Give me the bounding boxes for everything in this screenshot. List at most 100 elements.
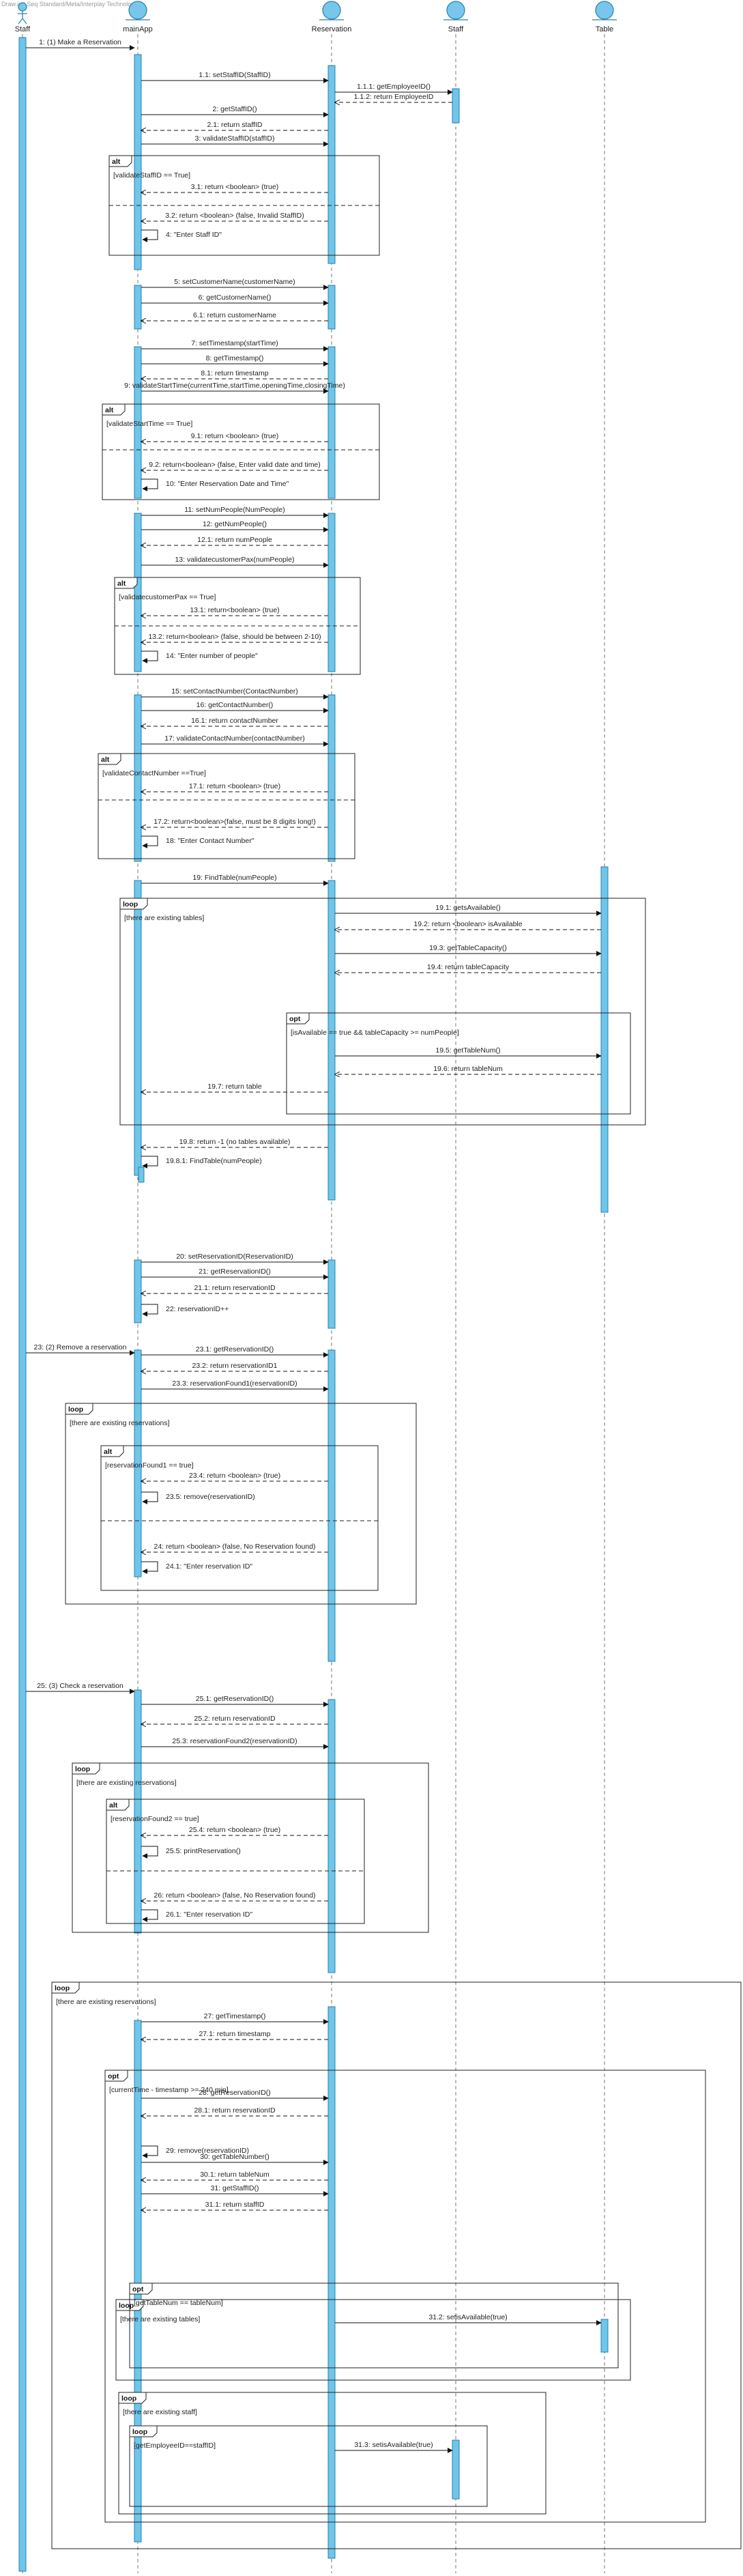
self-message-arrow: [141, 478, 158, 491]
message-label: 9.1: return <boolean> (true): [191, 432, 278, 440]
entity-icon: [446, 1, 465, 20]
self-message-arrow: [141, 1909, 158, 1922]
message-label: 23.1: getReservationID(): [196, 1345, 274, 1354]
message-label: 9.2: return<boolean> (false, Enter valid…: [149, 461, 321, 469]
message-label: 20: setReservationID(ReservationID): [176, 1253, 293, 1261]
message-label: 25.4: return <boolean> (true): [189, 1826, 280, 1834]
fragment-frame: [115, 2299, 631, 2381]
message-sync: 23: (2) Remove a reservation: [26, 1343, 135, 1356]
message-label: 21.1: return reservationID: [194, 1284, 275, 1292]
self-message-arrow: [141, 2145, 158, 2158]
fragment-alt: alt[validateContactNumber ==True]: [98, 753, 355, 859]
activation-staff-entity: [452, 88, 460, 124]
fragment-frame: [286, 1012, 631, 1115]
self-message-arrow: [141, 1561, 158, 1574]
activation-staff: [18, 37, 27, 2572]
message-return: 19.8: return -1 (no tables available): [141, 1138, 328, 1147]
message-label: 25.2: return reservationID: [194, 1715, 275, 1723]
message-self: 24.1: "Enter reservation ID": [141, 1561, 252, 1574]
fragment-keyword: alt: [112, 158, 121, 166]
fragment-opt: opt[isAvailable == true && tableCapacity…: [286, 1012, 631, 1115]
activation-mainapp: [134, 285, 142, 330]
message-label: 24: return <boolean> (false, No Reservat…: [154, 1543, 316, 1551]
message-label: 1: (1) Make a Reservation: [39, 38, 121, 46]
fragment-alt: alt[validateStaffID == True]: [108, 155, 380, 256]
message-label: 3: validateStaffID(staffID): [195, 134, 275, 143]
fragment-loop: loop[there are existing tables]: [119, 898, 646, 1126]
fragment-keyword: opt: [132, 2285, 144, 2293]
activation-reservation: [327, 513, 336, 672]
activation-reservation: [327, 1259, 336, 1329]
message-self: 18: "Enter Contact Number": [141, 835, 254, 848]
fragment-keyword: alt: [101, 756, 110, 764]
message-label: 19.1: getsAvailable(): [435, 904, 501, 912]
fragment-guard: [there are existing reservations]: [56, 1998, 156, 2006]
message-label: 19: FindTable(numPeople): [192, 874, 276, 882]
fragment-tab: [119, 898, 148, 910]
message-return: 19.4: return tableCapacity: [335, 963, 601, 973]
activation-mainapp: [134, 1349, 142, 1577]
activation-mainapp: [134, 1689, 142, 1934]
entity-icon: [128, 1, 147, 20]
fragment-keyword: loop: [119, 2302, 134, 2310]
participant-label-reservation: Reservation: [312, 25, 352, 33]
message-label: 12: getNumPeople(): [203, 520, 267, 528]
fragment-frame: [106, 1799, 365, 1924]
message-label: 27: getTimestamp(): [204, 2012, 266, 2020]
participant-label-table: Table: [596, 25, 613, 33]
fragment-tab: [102, 403, 126, 416]
fragment-guard: [there are existing tables]: [124, 914, 204, 922]
activation-mainapp: [134, 346, 142, 499]
message-sync: 20: setReservationID(ReservationID): [141, 1253, 329, 1265]
fragment-keyword: alt: [109, 1801, 118, 1809]
self-message-arrow: [141, 835, 158, 848]
message-self: 14: "Enter number of people": [141, 650, 258, 663]
fragment-guard: [reservationFound2 == true]: [111, 1815, 199, 1823]
participant-label-staff-entity: Staff: [448, 25, 464, 33]
message-label: 25: (3) Check a reservation: [37, 1682, 123, 1690]
fragment-tab: [118, 2392, 147, 2404]
message-return: 12.1: return numPeople: [141, 536, 328, 545]
message-sync: 1.1: setStaffID(StaffID): [141, 71, 329, 83]
message-return: 19.2: return <boolean> isAvailable: [335, 920, 601, 930]
participant-mainapp: mainApp: [123, 1, 153, 33]
fragment-keyword: alt: [105, 406, 114, 414]
message-label: 16.1: return contactNumber: [191, 717, 278, 725]
self-message-arrow: [141, 1846, 158, 1859]
message-label: 16: getContactNumber(): [196, 701, 274, 709]
message-return: 28.1: return reservationID: [141, 2106, 328, 2116]
fragment-loop: loop[there are existing reservations]: [72, 1762, 429, 1933]
message-return: 24: return <boolean> (false, No Reservat…: [141, 1543, 328, 1552]
message-label: 19.7: return table: [207, 1083, 262, 1091]
message-return: 9.2: return<boolean> (false, Enter valid…: [141, 461, 328, 470]
message-label: 31.2: setisAvailable(true): [428, 2313, 507, 2321]
activation-reservation: [327, 1699, 336, 1973]
message-sync: 17: validateContactNumber(contactNumber): [141, 734, 329, 747]
message-label: 8: getTimestamp(): [206, 354, 264, 362]
message-label: 2.1: return staffID: [207, 121, 263, 129]
fragment-tab: [65, 1403, 93, 1415]
self-message-arrow: [141, 1156, 158, 1169]
message-return: 8.1: return timestamp: [141, 369, 328, 379]
fragment-frame: [104, 2070, 706, 2523]
participant-table: Table: [592, 1, 617, 33]
message-sync: 23.3: reservationFound1(reservationID): [141, 1379, 329, 1392]
message-sync: 3: validateStaffID(staffID): [141, 134, 329, 147]
message-label: 10: "Enter Reservation Date and Time": [166, 480, 289, 488]
fragment-guard: [there are existing tables]: [120, 2315, 200, 2323]
message-label: 5: setCustomerName(customerName): [174, 278, 295, 286]
message-sync: 6: getCustomerName(): [141, 294, 329, 306]
message-label: 1.1.1: getEmployeeID(): [357, 83, 431, 91]
message-return: 17.2: return<boolean>(false, must be 8 d…: [141, 818, 328, 827]
combined-fragments: alt[validateStaffID == True] alt[validate…: [51, 155, 742, 2549]
fragment-guard: [currentTime - timestamp >= 240 min]: [109, 2086, 229, 2094]
message-label: 19.5: getTableNum(): [435, 1046, 500, 1055]
message-self: 26.1: "Enter reservation ID": [141, 1909, 252, 1922]
activation-mainapp: [134, 513, 142, 672]
fragment-tab: [108, 155, 132, 167]
message-label: 17: validateContactNumber(contactNumber): [164, 734, 304, 743]
message-self: 19.8.1: FindTable(numPeople): [141, 1156, 262, 1169]
message-label: 21: getReservationID(): [199, 1268, 271, 1276]
message-sync: 8: getTimestamp(): [141, 354, 329, 367]
message-sync: 25.3: reservationFound2(reservationID): [141, 1737, 329, 1749]
